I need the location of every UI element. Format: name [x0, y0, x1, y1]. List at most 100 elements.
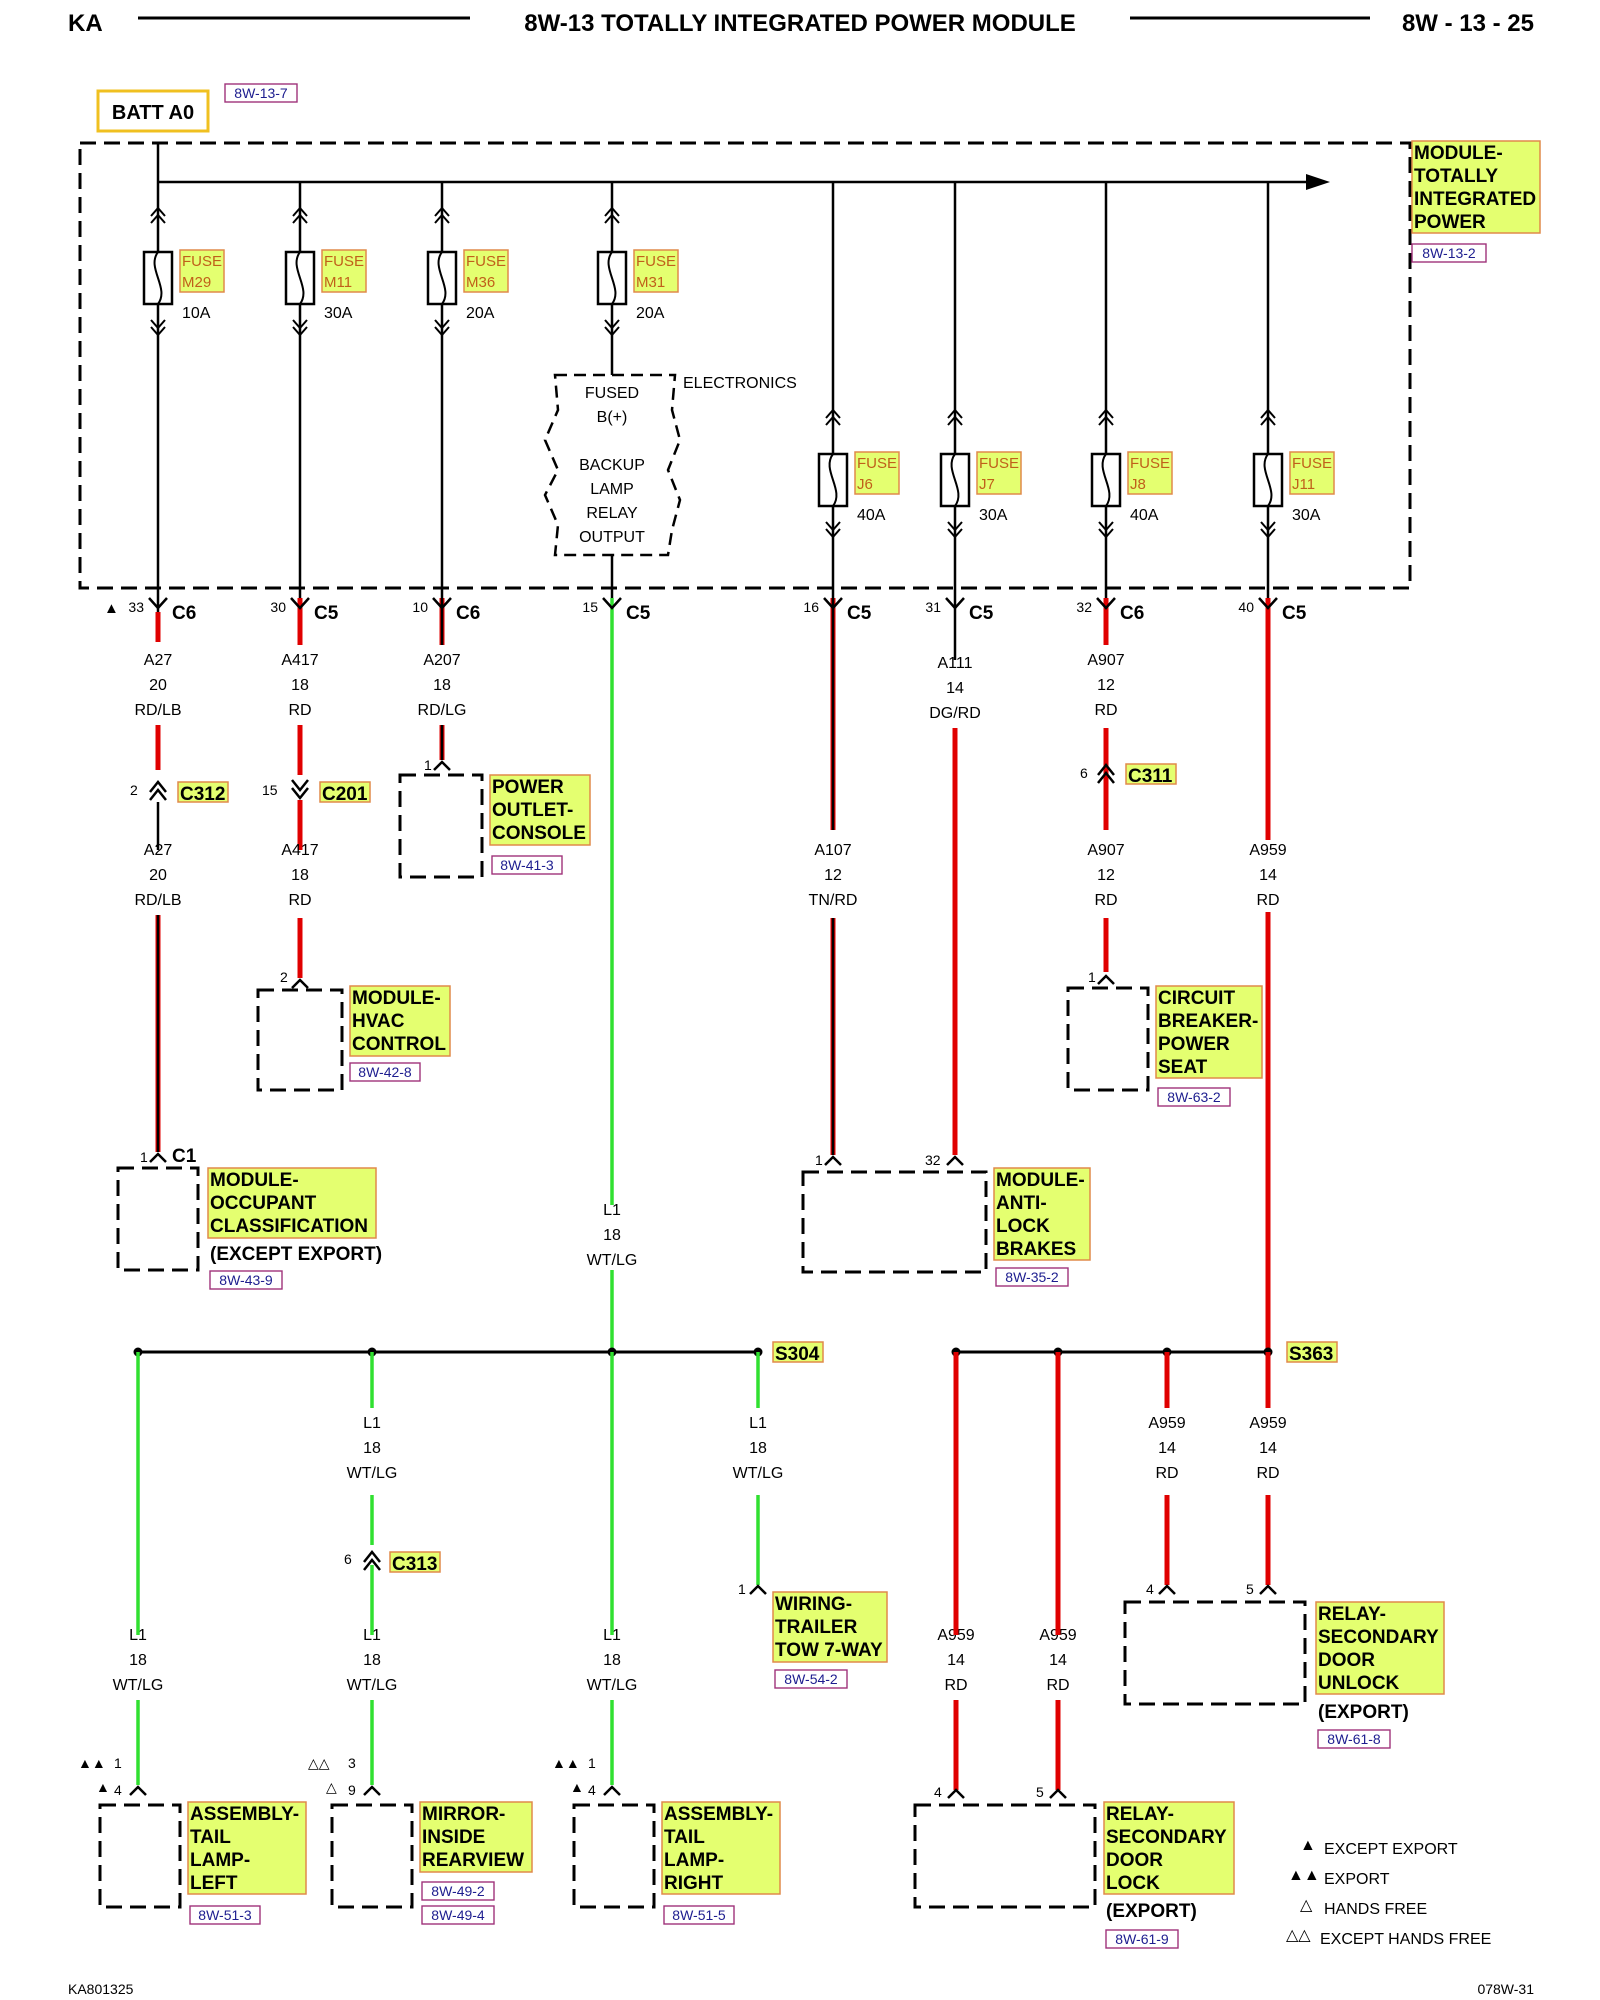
- trailer-ref-link[interactable]: 8W-54-2: [784, 1671, 838, 1687]
- wire-label-line: A907: [1087, 652, 1124, 669]
- batt-ref-link[interactable]: 8W-13-7: [234, 85, 288, 101]
- wire-label-line: 18: [433, 677, 451, 694]
- connector-name: C5: [847, 603, 872, 624]
- occupant-name: OCCUPANT: [210, 1193, 317, 1214]
- lock-name: LOCK: [1106, 1873, 1160, 1894]
- connector-name: C5: [314, 603, 339, 624]
- tail-left-pin-b: 4: [114, 1782, 122, 1798]
- electronics-block: ELECTRONICS FUSED B(+) BACKUP LAMP RELAY…: [543, 373, 797, 598]
- wire-label-line: A959: [1249, 842, 1286, 859]
- wire-label-line: A27: [144, 652, 173, 669]
- lock-ref-link[interactable]: 8W-61-9: [1115, 1931, 1169, 1947]
- module-label-line: INTEGRATED: [1414, 189, 1536, 210]
- power-outlet-name: OUTLET-: [492, 800, 573, 821]
- wire-label-line: RD: [288, 892, 311, 909]
- connector-pin: 16: [803, 599, 819, 615]
- connector-pin: 40: [1238, 599, 1254, 615]
- unlock-ref-link[interactable]: 8W-61-8: [1327, 1731, 1381, 1747]
- lock-note: (EXPORT): [1106, 1901, 1197, 1922]
- breaker-name: POWER: [1158, 1034, 1230, 1055]
- wire-label-layer: A2720RD/LBA2720RD/LBA41718RDA41718RDA207…: [113, 652, 1287, 1694]
- occupant-ref-link[interactable]: 8W-43-9: [219, 1272, 273, 1288]
- component-circuit-breaker-power-seat: 1 CIRCUIT BREAKER- POWER SEAT 8W-63-2: [1066, 969, 1263, 1107]
- hvac-ref-link[interactable]: 8W-42-8: [358, 1064, 412, 1080]
- connector-pin: 32: [1076, 599, 1092, 615]
- fuse-rating: 40A: [1130, 507, 1159, 524]
- unlock-name: UNLOCK: [1318, 1673, 1400, 1694]
- c312-label: C312: [180, 784, 225, 805]
- hvac-name: MODULE-: [352, 988, 441, 1009]
- abs-name: MODULE-: [996, 1170, 1085, 1191]
- fuse-name: M11: [324, 274, 352, 291]
- unlock-pin-a: 4: [1146, 1581, 1154, 1597]
- wire-label-line: 14: [1259, 867, 1277, 884]
- component-module-hvac-control: 2 MODULE- HVAC CONTROL 8W-42-8: [256, 969, 451, 1092]
- c311-pin: 6: [1080, 765, 1088, 781]
- module-label-bg: [1411, 140, 1541, 234]
- wire-label-line: A959: [937, 1627, 974, 1644]
- wire-label-line: 20: [149, 867, 167, 884]
- fuse-word: FUSE: [182, 253, 222, 270]
- electronics-line: RELAY: [586, 505, 638, 522]
- wire-label-line: A959: [1148, 1415, 1185, 1432]
- component-relay-secondary-door-lock: 4 5 RELAY- SECONDARY DOOR LOCK (EXPORT) …: [913, 1784, 1235, 1949]
- mirror-ref-link[interactable]: 8W-49-4: [431, 1907, 485, 1923]
- tail-left-name: LAMP-: [190, 1850, 250, 1871]
- connector-name: C5: [626, 603, 651, 624]
- legend-text: EXCEPT EXPORT: [1324, 1841, 1458, 1858]
- tail-right-ref-link[interactable]: 8W-51-5: [672, 1907, 726, 1923]
- tail-right-name: ASSEMBLY-: [664, 1804, 773, 1825]
- wire-label-line: DG/RD: [929, 705, 981, 722]
- tail-right-name: RIGHT: [664, 1873, 724, 1894]
- batt-a0: BATT A0 8W-13-7: [96, 83, 298, 133]
- abs-pin-b: 32: [925, 1152, 941, 1168]
- wire-label-line: A27: [144, 842, 173, 859]
- wire-label-line: 12: [1097, 677, 1115, 694]
- tail-left-mark-b: ▲: [96, 1779, 110, 1795]
- mirror-ref-link[interactable]: 8W-49-2: [431, 1883, 485, 1899]
- footer-left: KA801325: [68, 1981, 134, 1997]
- unlock-name: DOOR: [1318, 1650, 1375, 1671]
- wire-label-line: 18: [129, 1652, 147, 1669]
- module-ref-link[interactable]: 8W-13-2: [1422, 245, 1476, 261]
- abs-name: LOCK: [996, 1216, 1050, 1237]
- electronics-line: LAMP: [590, 481, 634, 498]
- fuse-symbol: [153, 251, 163, 305]
- abs-name: BRAKES: [996, 1239, 1076, 1260]
- footer-right: 078W-31: [1477, 1981, 1534, 1997]
- breaker-ref-link[interactable]: 8W-63-2: [1167, 1089, 1221, 1105]
- tail-left-ref-link[interactable]: 8W-51-3: [198, 1907, 252, 1923]
- unlock-name: RELAY-: [1318, 1604, 1386, 1625]
- tail-right-pin-b: 4: [588, 1782, 596, 1798]
- module-ref-box: [1411, 243, 1487, 263]
- fuse-rating: 40A: [857, 507, 886, 524]
- electronics-line: OUTPUT: [579, 529, 645, 546]
- wire-label-line: A207: [423, 652, 460, 669]
- power-outlet-pin: 1: [424, 757, 432, 773]
- wire-label-line: 14: [947, 1652, 965, 1669]
- header-page-number: 8W - 13 - 25: [1402, 10, 1534, 37]
- wire-label-line: 18: [363, 1652, 381, 1669]
- power-outlet-ref-link[interactable]: 8W-41-3: [500, 857, 554, 873]
- fuse-rating: 10A: [182, 305, 211, 322]
- wire-label-line: RD: [1094, 702, 1117, 719]
- page-title: 8W-13 TOTALLY INTEGRATED POWER MODULE: [524, 10, 1076, 37]
- abs-ref-link[interactable]: 8W-35-2: [1005, 1269, 1059, 1285]
- trailer-name: TOW 7-WAY: [775, 1640, 883, 1661]
- wire-label-line: WT/LG: [587, 1252, 638, 1269]
- wire-label-line: L1: [749, 1415, 767, 1432]
- wire-label-line: RD/LB: [134, 892, 181, 909]
- module-label: MODULE- TOTALLY INTEGRATED POWER 8W-13-2: [1411, 140, 1541, 263]
- connector-pin: 33: [128, 599, 144, 615]
- tail-left-name: TAIL: [190, 1827, 231, 1848]
